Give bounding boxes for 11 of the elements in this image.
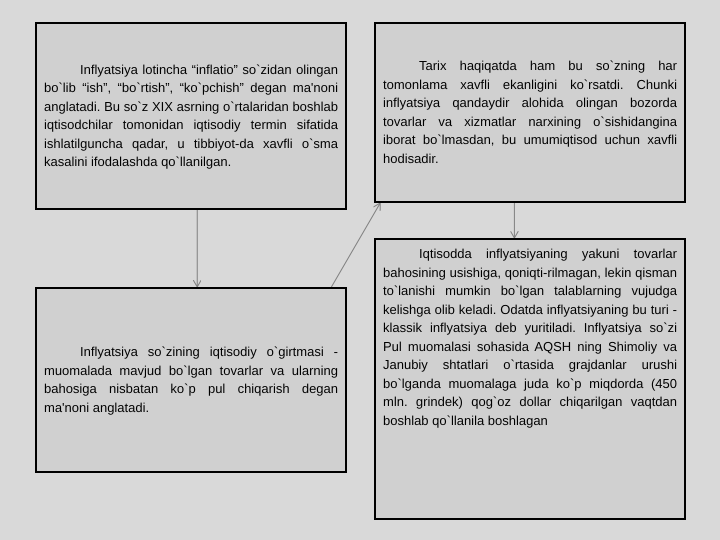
paragraph: Inflyatsiya lotincha “inflatio” so`zidan olingan bo`lib “ish”, “bo`rtish”, “ko`pchish” degan ma'noni anglatadi. Bu so`z XIX asrning o`rtalaridan boshlab iqtisodchilar tomonidan iqtisodiy termin sifatida ishlatilguncha qadar, u tibbiyot-da xavfli o`sma kasalini ifodalashda qo`llanilgan. [44,60,338,171]
text-box [35,22,347,210]
arrow [192,210,202,288]
text-box [35,287,347,473]
paragraph: Tarix haqiqatda ham bu so`zning har tomonlama xavfli ekanligini ko`rsatdi. Chunki inflyatsiya qandaydir alohida olingan bozorda tovarlar va xizmatlar narxining o`sishidangina iborat bo`lmasdan, bu umumiqtisod uchun xavfli hodisadir. [383,57,677,168]
text-box [374,22,686,203]
text-box [374,238,686,520]
paragraph: Inflyatsiya so`zining iqtisodiy o`girtmasi - muomalada mavjud bo`lgan tovarlar va ularning bahosiga nisbatan ko`p pul chiqarish degan ma'noni anglatadi. [44,343,338,417]
arrow [330,202,381,288]
arrow [510,202,519,238]
paragraph: Iqtisodda inflyatsiyaning yakuni tovarlar bahosining usishiga, qoniqti-rilmagan, lekin qisman to`lanishi mumkin bo`lgan talablarning vujudga kelishga olib keladi. Odatda inflyatsiyaning bu turi - klassik inflyatsiya deb yuritiladi. Inflyatsiya so`zi Pul muomalasi sohasida AQSH ning Shimoliy va Janubiy shtatlari o`rtasida grajdanlar urushi bo`lganda muomalaga juda ko`p miqdorda (450 mln. grindek) qog`oz dollar chiqarilgan vaqtdan boshlab qo`llanila boshlagan [383,245,677,430]
